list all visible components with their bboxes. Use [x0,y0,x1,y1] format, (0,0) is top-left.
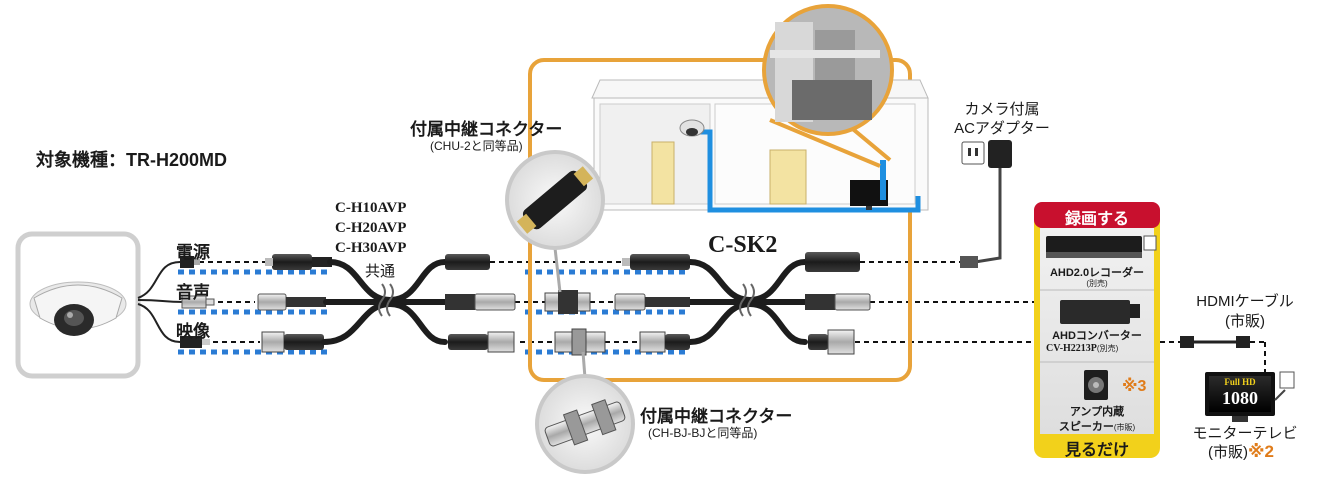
speaker-mark: ※3 [1122,378,1147,395]
speaker-line2-wrap: スピーカー(市販) [1040,418,1154,434]
bnc-connector-title: 付属中継コネクター [640,407,793,426]
ac-adapter [960,140,1012,268]
screen-value: 1080 [1222,388,1258,408]
screen-top: Full HD [1224,377,1256,387]
bnc-connector-zoom [535,351,635,474]
camera-illustration [15,231,141,379]
dotted-guides [178,269,690,355]
hdmi-cable [1180,336,1250,348]
adapter-line1: カメラ付属 [964,101,1040,118]
hdmi-line1: HDMIケーブル [1196,293,1294,310]
cable-mid-connectors [445,254,516,353]
cable-model-2: C-H20AVP [335,220,407,236]
cable-break-marks [378,283,755,317]
zoom-detail [762,4,894,168]
rca-connector-note: (CHU-2と同等品) [430,139,523,153]
rca-connector-zoom [505,150,605,293]
hdmi-line2: (市販) [1225,313,1265,330]
recorder-note: (別売) [1086,279,1108,288]
csk2-connectors [614,252,871,355]
cable-model-1: C-H10AVP [335,200,407,216]
camera-wires [137,261,186,343]
cable-left-connectors [257,254,332,353]
adapter-line2: ACアダプター [954,120,1050,137]
bnc-connector-note: (CH-BJ-BJと同等品) [648,426,758,440]
label-video: 映像 [176,322,210,341]
monitor-tv [1205,371,1295,422]
label-power: 電源 [176,243,210,262]
cable-model-3: C-H30AVP [335,240,407,256]
converter-note: (別売) [1096,344,1119,353]
record-panel [1034,202,1160,458]
speaker-note: (市販) [1113,423,1136,432]
monitor-line2-wrap: (市販)※2 [1208,441,1274,462]
monitor-line1: モニターテレビ [1192,425,1298,442]
record-header: 録画する [1064,211,1129,228]
cable-common-label: 共通 [365,263,396,280]
converter-model-line: CV-H2213P(別売) [1046,343,1118,354]
camera-connectors [180,256,215,348]
converter-model: CV-H2213P [1046,343,1097,354]
monitor-mark: ※2 [1248,442,1274,461]
kit-name: C-SK2 [708,232,778,258]
recorder-label: AHD2.0レコーダー [1049,267,1145,279]
relay-bnc-connector [554,328,606,356]
speaker-line1: アンプ内蔵 [1069,406,1125,418]
converter-label: AHDコンバーター [1052,330,1142,342]
model-line: 対象機種：TR-H200MD [36,150,228,170]
relay-rca-connector [544,290,591,314]
monitor-line2: (市販) [1208,444,1248,461]
label-audio: 音声 [176,283,210,302]
speaker-line2: スピーカー [1058,421,1114,433]
rca-connector-title: 付属中継コネクター [410,120,563,139]
signal-lines [190,261,1266,372]
record-footer: 見るだけ [1064,442,1129,459]
